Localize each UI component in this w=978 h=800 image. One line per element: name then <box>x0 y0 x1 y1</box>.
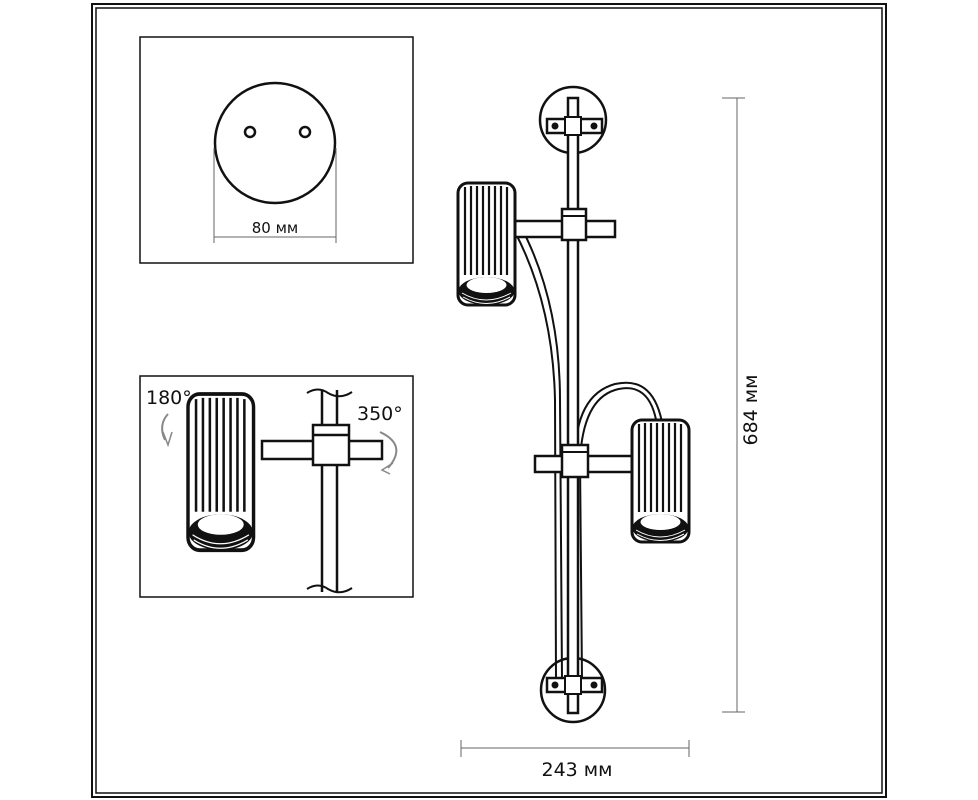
screw-icon <box>551 122 559 130</box>
height-label: 684 мм <box>740 375 762 446</box>
spot-rotation-label: 180° <box>146 387 192 409</box>
lower-clamp <box>560 443 590 479</box>
screw-icon <box>551 681 559 689</box>
cable <box>578 387 658 681</box>
upper-spotlight <box>456 181 517 307</box>
diameter-label: 80 мм <box>252 219 299 237</box>
cable <box>514 231 557 681</box>
outer-frame <box>91 3 887 798</box>
width-label: 243 мм <box>542 759 613 781</box>
rod <box>566 96 580 715</box>
screw-icon <box>590 122 598 130</box>
spotlight-detail <box>186 392 256 553</box>
rotation-arrow-icon <box>161 413 169 441</box>
screw-hole <box>243 125 257 139</box>
upper-clamp <box>560 207 588 242</box>
clamp <box>311 423 351 467</box>
overall-dimensions: 684 мм 243 мм <box>460 97 762 781</box>
lower-spotlight <box>630 418 691 544</box>
lamp-front-view <box>456 85 691 724</box>
arm-rotation-label: 350° <box>357 403 403 425</box>
screw-hole <box>298 125 312 139</box>
mounting-plate-detail: 80 мм <box>139 36 414 264</box>
rotation-detail: 180° 350° <box>139 375 414 598</box>
screw-icon <box>590 681 598 689</box>
inner-frame <box>95 7 883 794</box>
cable <box>519 224 563 681</box>
plate-circle <box>213 81 337 205</box>
